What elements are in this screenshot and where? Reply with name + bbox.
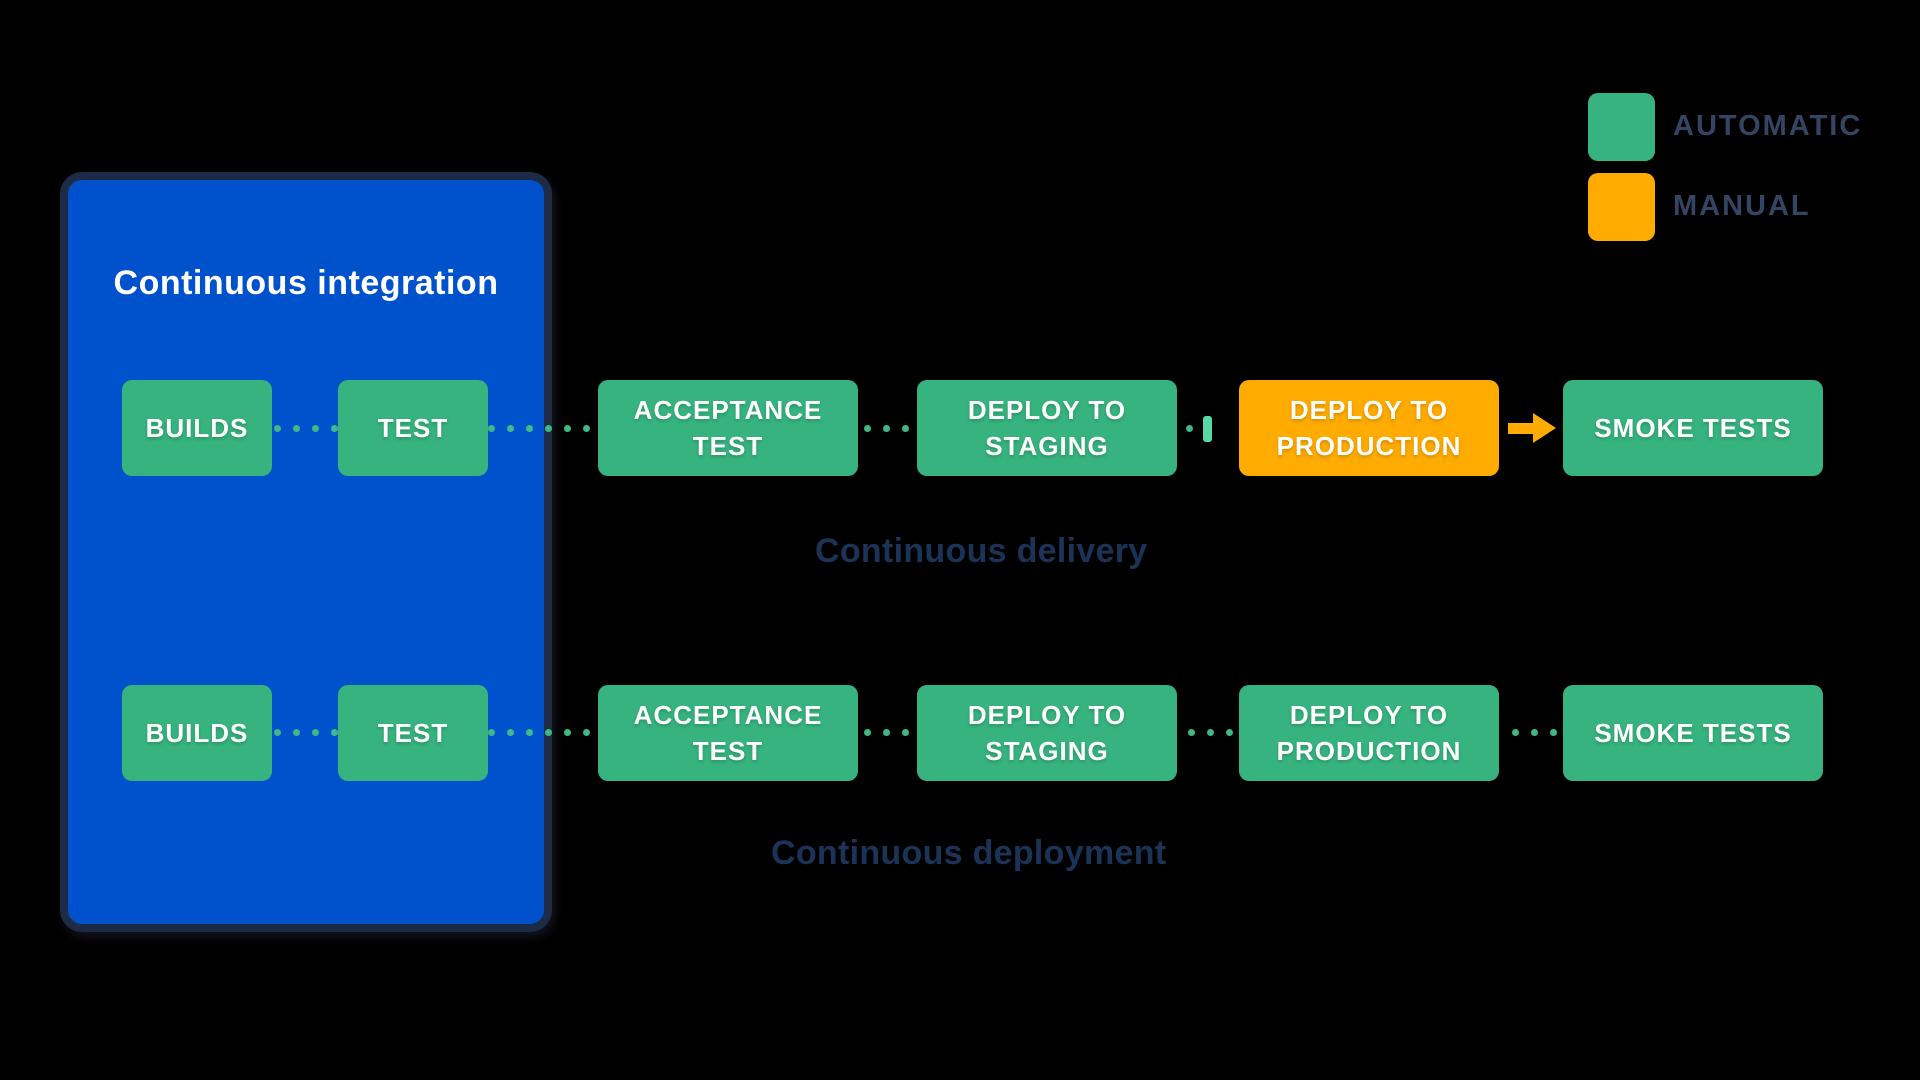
stage-builds-deployment: BUILDS (122, 685, 272, 781)
dotted-connector (864, 425, 909, 432)
stage-acceptance-test-delivery: ACCEPTANCE TEST (598, 380, 858, 476)
legend-manual-swatch (1588, 173, 1655, 241)
dotted-connector (274, 425, 338, 432)
stage-label: TEST (692, 431, 764, 461)
stage-deploy-staging-delivery: DEPLOY TO STAGING (917, 380, 1177, 476)
stage-label: BUILDS (145, 718, 249, 748)
stage-label: SMOKE TESTS (1594, 718, 1792, 748)
legend-manual-label: MANUAL (1673, 190, 1811, 222)
stage-label: TEST (692, 736, 764, 766)
continuous-delivery-caption: Continuous delivery (815, 532, 1148, 570)
stage-label: PRODUCTION (1276, 736, 1462, 766)
stage-smoke-tests-deployment: SMOKE TESTS (1563, 685, 1823, 781)
continuous-deployment-caption: Continuous deployment (771, 834, 1167, 872)
stage-label: DEPLOY TO (967, 700, 1127, 730)
stage-label: DEPLOY TO (1289, 395, 1449, 425)
stage-label: PRODUCTION (1276, 431, 1462, 461)
dotted-connector (1186, 425, 1193, 432)
continuous-integration-title: Continuous integration (113, 264, 499, 302)
dotted-connector (488, 729, 590, 736)
stage-test-deployment: TEST (338, 685, 488, 781)
manual-arrow-icon (1508, 423, 1536, 434)
stage-label: DEPLOY TO (1289, 700, 1449, 730)
stage-label: BUILDS (145, 413, 249, 443)
stage-smoke-tests-delivery: SMOKE TESTS (1563, 380, 1823, 476)
stage-deploy-staging-deployment: DEPLOY TO STAGING (917, 685, 1177, 781)
stage-builds-delivery: BUILDS (122, 380, 272, 476)
stage-test-delivery: TEST (338, 380, 488, 476)
manual-gate-bar (1203, 416, 1212, 442)
dotted-connector (274, 729, 338, 736)
legend-automatic-swatch (1588, 93, 1655, 161)
stage-label: ACCEPTANCE (633, 700, 823, 730)
stage-deploy-production-deployment: DEPLOY TO PRODUCTION (1239, 685, 1499, 781)
manual-arrow-icon (1533, 413, 1556, 443)
stage-label: TEST (377, 413, 449, 443)
legend-automatic-label: AUTOMATIC (1673, 110, 1863, 142)
continuous-integration-box: Continuous integration (60, 172, 552, 932)
stage-deploy-production-delivery: DEPLOY TO PRODUCTION (1239, 380, 1499, 476)
dotted-connector (488, 425, 590, 432)
stage-label: DEPLOY TO (967, 395, 1127, 425)
stage-label: SMOKE TESTS (1594, 413, 1792, 443)
dotted-connector (864, 729, 909, 736)
stage-label: ACCEPTANCE (633, 395, 823, 425)
dotted-connector (1512, 729, 1557, 736)
stage-label: TEST (377, 718, 449, 748)
stage-label: STAGING (985, 736, 1109, 766)
stage-label: STAGING (985, 431, 1109, 461)
stage-acceptance-test-deployment: ACCEPTANCE TEST (598, 685, 858, 781)
dotted-connector (1188, 729, 1233, 736)
